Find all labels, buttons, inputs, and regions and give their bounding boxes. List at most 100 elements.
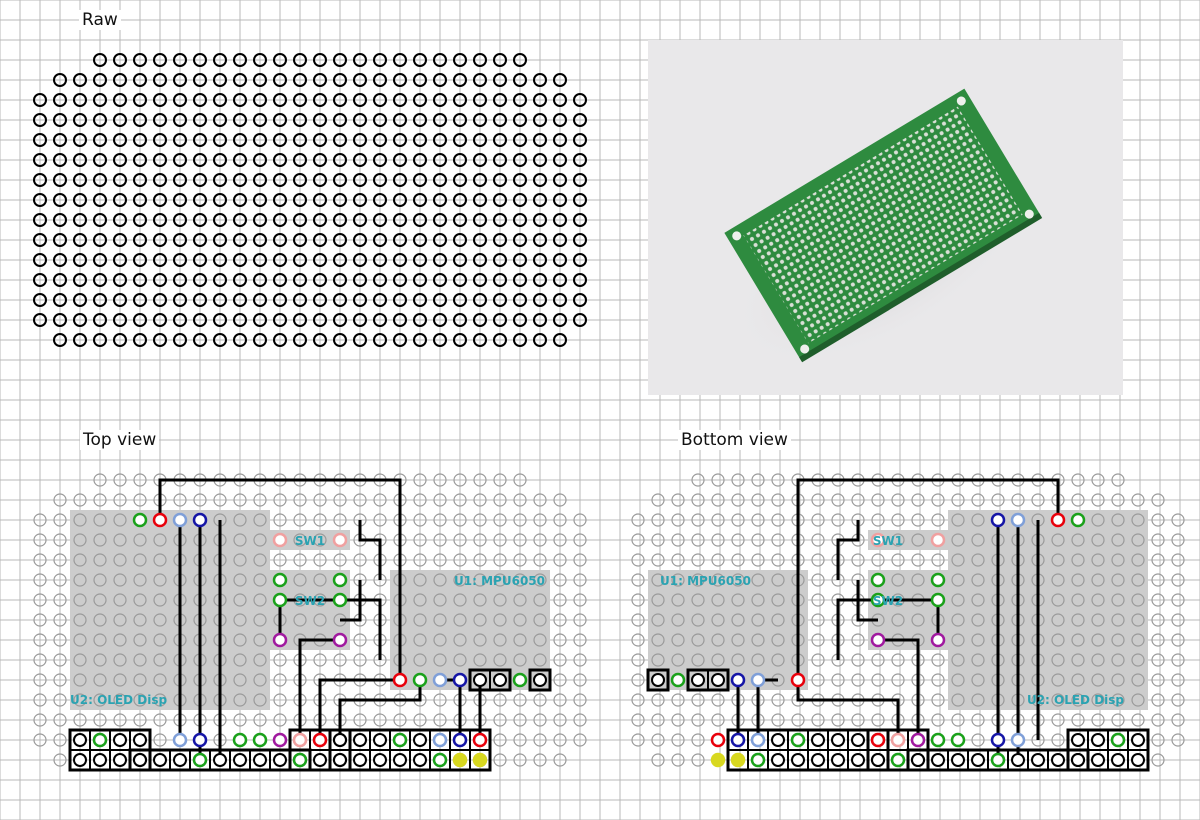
raw-hole <box>313 213 327 227</box>
header-hole <box>1031 753 1045 767</box>
raw-hole <box>33 153 47 167</box>
raw-hole <box>333 53 347 67</box>
raw-hole <box>153 153 167 167</box>
board-hole <box>1031 493 1045 507</box>
raw-hole <box>393 153 407 167</box>
board-hole <box>1091 593 1105 607</box>
board-hole <box>73 673 87 687</box>
board-hole <box>811 493 825 507</box>
raw-hole <box>513 153 527 167</box>
board-hole <box>333 513 347 527</box>
u2-label: U2: OLED Disp <box>70 693 167 707</box>
board-hole <box>651 733 665 747</box>
raw-hole <box>73 113 87 127</box>
raw-hole <box>113 213 127 227</box>
board-hole <box>513 573 527 587</box>
board-hole <box>133 693 147 707</box>
board-hole <box>513 633 527 647</box>
board-hole <box>73 493 87 507</box>
board-hole <box>533 533 547 547</box>
board-hole <box>113 513 127 527</box>
board-hole <box>1051 653 1065 667</box>
colored-pin <box>930 632 946 648</box>
board-hole <box>553 733 567 747</box>
board-hole <box>33 713 47 727</box>
raw-hole <box>313 273 327 287</box>
raw-hole <box>193 133 207 147</box>
raw-hole <box>353 313 367 327</box>
board-hole <box>691 573 705 587</box>
board-hole <box>473 513 487 527</box>
raw-hole <box>393 113 407 127</box>
raw-hole <box>253 53 267 67</box>
board-hole <box>631 553 645 567</box>
raw-hole <box>413 53 427 67</box>
board-hole <box>93 693 107 707</box>
header-hole <box>373 733 387 747</box>
board-hole <box>891 673 905 687</box>
raw-hole <box>73 313 87 327</box>
board-hole <box>573 713 587 727</box>
board-hole <box>711 713 725 727</box>
board-hole <box>651 613 665 627</box>
board-hole <box>293 613 307 627</box>
board-hole <box>333 653 347 667</box>
colored-pin <box>232 732 248 748</box>
board-hole <box>453 513 467 527</box>
board-hole <box>1151 693 1165 707</box>
board-hole <box>1071 693 1085 707</box>
board-hole <box>631 573 645 587</box>
raw-hole <box>393 333 407 347</box>
trace <box>158 478 402 740</box>
board-hole <box>53 733 67 747</box>
raw-hole <box>553 313 567 327</box>
board-hole <box>1171 553 1185 567</box>
board-hole <box>433 693 447 707</box>
board-hole <box>473 533 487 547</box>
board-hole <box>1111 493 1125 507</box>
raw-hole <box>533 293 547 307</box>
raw-hole <box>513 93 527 107</box>
header-hole <box>911 753 925 767</box>
board-hole <box>631 673 645 687</box>
header-hole <box>1131 753 1145 767</box>
raw-hole <box>493 113 507 127</box>
board-hole <box>1111 613 1125 627</box>
raw-hole <box>473 333 487 347</box>
raw-hole <box>233 153 247 167</box>
board-hole <box>553 653 567 667</box>
board-hole <box>671 733 685 747</box>
board-hole <box>513 693 527 707</box>
raw-hole <box>513 73 527 87</box>
board-hole <box>691 633 705 647</box>
header-cell <box>529 669 551 691</box>
colored-pin <box>132 512 148 528</box>
header-hole <box>133 733 147 747</box>
board-hole <box>73 613 87 627</box>
colored-pin <box>452 672 468 688</box>
raw-hole <box>93 53 107 67</box>
colored-pin <box>512 672 528 688</box>
board-hole <box>73 633 87 647</box>
raw-hole <box>493 213 507 227</box>
board-hole <box>671 553 685 567</box>
colored-pin <box>452 752 468 768</box>
raw-hole <box>213 153 227 167</box>
raw-hole <box>313 73 327 87</box>
board-hole <box>573 653 587 667</box>
board-hole <box>1151 653 1165 667</box>
board-hole <box>731 573 745 587</box>
board-hole <box>1051 673 1065 687</box>
board-hole <box>433 493 447 507</box>
raw-hole <box>393 173 407 187</box>
header-cell <box>489 669 511 691</box>
board-hole <box>971 493 985 507</box>
raw-hole <box>553 193 567 207</box>
raw-hole <box>173 273 187 287</box>
board-hole <box>93 493 107 507</box>
trace <box>796 478 1060 740</box>
raw-hole <box>273 153 287 167</box>
raw-hole <box>113 153 127 167</box>
board-hole <box>771 613 785 627</box>
colored-pin <box>432 732 448 748</box>
